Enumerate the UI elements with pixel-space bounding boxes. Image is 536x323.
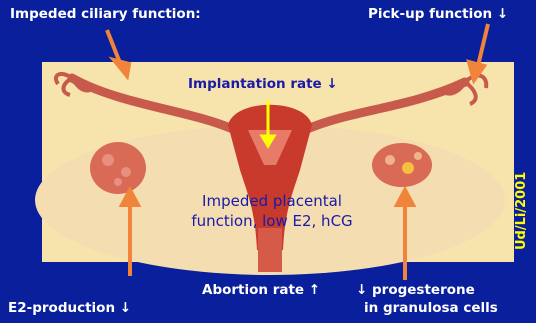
right-ovary (372, 143, 432, 187)
label-progesterone-line2: in granulosa cells (364, 300, 498, 316)
cervix (258, 228, 282, 272)
label-progesterone-line1: ↓ progesterone (356, 282, 475, 298)
left-ovary (90, 142, 146, 194)
label-ciliary: Impeded ciliary function: (10, 6, 201, 22)
label-placental-line2: function, low E2, hCG (172, 211, 372, 231)
label-pickup: Pick-up function ↓ (368, 6, 508, 22)
label-placental-line1: Impeded placental (172, 191, 372, 211)
label-e2: E2-production ↓ (8, 300, 131, 316)
left-follicle (102, 154, 114, 166)
left-follicle (114, 178, 122, 186)
label-placental: Impeded placental function, low E2, hCG (172, 191, 372, 231)
credit-label: Ud/Li/2001 (514, 172, 529, 250)
label-abortion: Abortion rate ↑ (202, 282, 320, 298)
label-implantation: Implantation rate ↓ (188, 76, 338, 92)
right-follicle (402, 162, 414, 174)
right-follicle (385, 155, 395, 165)
right-follicle (414, 152, 422, 160)
left-follicle (121, 167, 131, 177)
